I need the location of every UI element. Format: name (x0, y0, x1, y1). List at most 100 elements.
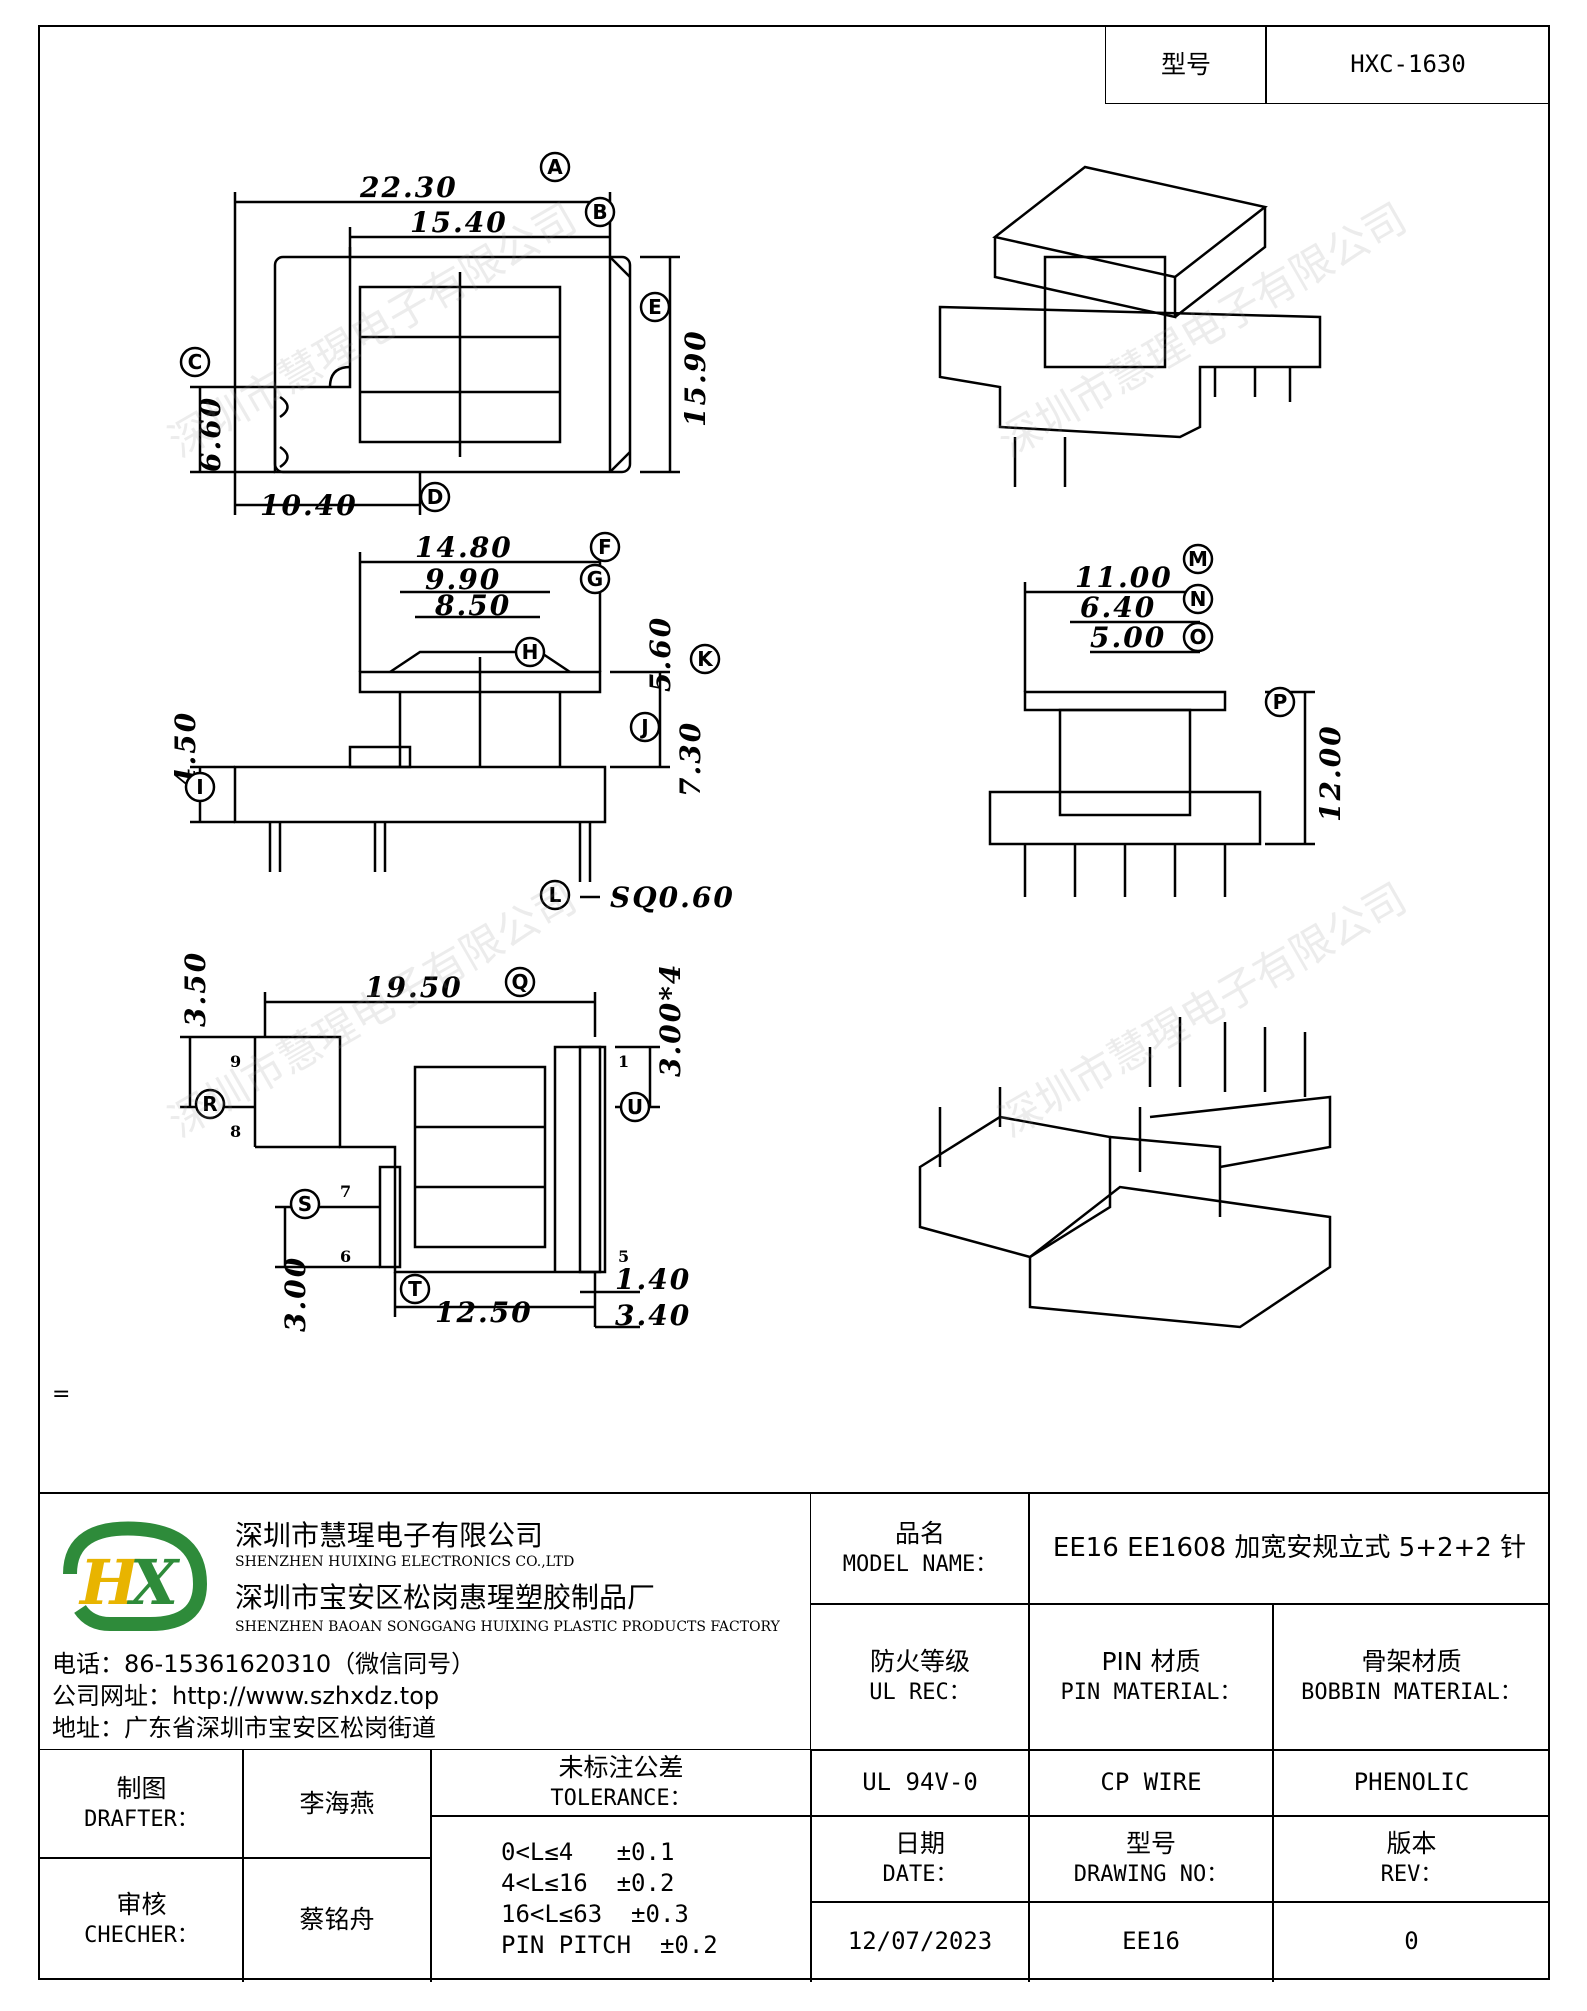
dimension-label-f: F (598, 535, 612, 559)
header-model-label: 型号 (1160, 49, 1211, 79)
date-label-cell: 日期 DATE： (810, 1815, 1030, 1903)
dimension-label-circle (619, 1091, 651, 1123)
header-model-value-cell: HXC-1630 (1265, 27, 1550, 104)
date-value-cell: 12/07/2023 (810, 1901, 1030, 1982)
dim-o: 5.00 (1090, 621, 1166, 654)
pin-number-9: 9 (230, 1052, 241, 1071)
dim-h: 8.50 (434, 589, 511, 622)
date-label-en: DATE： (882, 1861, 958, 1887)
pin-label-en: PIN MATERIAL： (1060, 1679, 1242, 1705)
rev-label-cn: 版本 (1386, 1829, 1437, 1859)
rev-label-en: REV： (1380, 1861, 1443, 1887)
dimension-label-circle (584, 196, 616, 228)
pin-number-5: 5 (618, 1247, 629, 1266)
side-view-base (988, 790, 1262, 846)
dim-v2: 3.40 (615, 1299, 691, 1332)
factory-name-cn: 深圳市宝安区松岗惠瑆塑胶制品厂 (235, 1581, 656, 1614)
drawing-no-value: EE16 (1122, 1927, 1180, 1956)
tolerance-line: PIN PITCH ±0.2 (501, 1931, 718, 1960)
pin-number-1: 1 (618, 1052, 629, 1071)
model-name-label-en: MODEL NAME： (842, 1551, 998, 1577)
dimension-label-circle (579, 563, 611, 595)
ul-label-cell: 防火等级 UL REC： (810, 1603, 1030, 1751)
factory-name-en: SHENZHEN BAOAN SONGGANG HUIXING PLASTIC … (235, 1619, 780, 1635)
model-name-label-cell: 品名 MODEL NAME： (810, 1494, 1030, 1605)
dim-e: 15.90 (679, 329, 712, 427)
dimension-label-d: D (427, 485, 444, 509)
dimension-label-circle (539, 879, 571, 911)
dimension-label-circle (419, 481, 451, 513)
dimension-label-s: S (298, 1192, 312, 1216)
dim-g: 9.90 (425, 563, 501, 596)
header-model-value: HXC-1630 (1350, 50, 1466, 79)
dimension-label-t: T (408, 1277, 422, 1301)
dimension-label-u: U (627, 1095, 643, 1119)
dimension-label-circle (689, 643, 721, 675)
dim-t: 12.50 (435, 1296, 533, 1329)
model-name-value: EE16 EE1608 加宽安规立式 5+2+2 针 (1052, 1533, 1527, 1564)
company-name-en: SHENZHEN HUIXING ELECTRONICS CO.,LTD (235, 1554, 575, 1570)
model-name-value-cell: EE16 EE1608 加宽安规立式 5+2+2 针 (1028, 1494, 1550, 1605)
dim-s: 3.00 (279, 1256, 312, 1332)
tolerance-label-en: TOLERANCE： (550, 1785, 692, 1811)
dim-k: 5.60 (644, 616, 677, 692)
pin-value-cell: CP WIRE (1028, 1749, 1274, 1817)
dimension-label-circle (1182, 621, 1214, 653)
drafter-label-cn: 制图 (116, 1774, 167, 1804)
tolerance-label-cn: 未标注公差 (558, 1753, 684, 1783)
dimension-label-circle (629, 711, 661, 743)
dim-a: 22.30 (359, 171, 458, 204)
date-label-cn: 日期 (894, 1829, 945, 1859)
dimension-label-circle (184, 771, 216, 803)
bobbin-value: PHENOLIC (1353, 1768, 1470, 1797)
dimension-label-circle (504, 966, 536, 998)
dimension-label-circle (1182, 583, 1214, 615)
iso-top-base (938, 305, 1322, 439)
company-website[interactable]: 公司网址：http://www.szhxdz.top (52, 1682, 440, 1710)
dimension-label-m: M (1188, 547, 1208, 571)
dim-v1: 1.40 (615, 1263, 691, 1296)
side-view-top-flange (1023, 690, 1227, 712)
drawing-frame: 型号 HXC-1630 (38, 25, 1550, 1982)
dimension-label-circle (514, 636, 546, 668)
dimension-label-j: J (639, 715, 648, 739)
dim-j: 7.30 (674, 721, 707, 797)
checker-value: 蔡铭舟 (299, 1904, 375, 1934)
dim-l: SQ0.60 (610, 881, 735, 914)
dimension-label-circle (179, 346, 211, 378)
pin-number-6: 6 (340, 1247, 351, 1266)
dimension-label-circle (1182, 543, 1214, 575)
dim-r: 3.50 (179, 951, 212, 1027)
tolerance-values-cell: 0<L≤4 ±0.1 4<L≤16 ±0.2 16<L≤63 ±0.3 PIN … (430, 1815, 812, 1982)
dimension-label-circle (1264, 686, 1296, 718)
pin-number-7: 7 (340, 1182, 351, 1201)
drawing-no-label-en: DRAWING NO： (1073, 1861, 1229, 1887)
drafter-label-cell: 制图 DRAFTER： (40, 1749, 244, 1859)
rev-value-cell: 0 (1272, 1901, 1550, 1982)
drafter-value-cell: 李海燕 (242, 1749, 432, 1859)
company-info: H X 深圳市慧瑆电子有限公司 SHENZHEN HUIXING ELECTRO… (40, 1494, 810, 1750)
dim-b: 15.40 (410, 206, 508, 239)
dimension-label-k: K (697, 647, 714, 671)
dimension-label-g: G (587, 567, 603, 591)
pin-value: CP WIRE (1100, 1768, 1202, 1797)
front-view-base (233, 765, 607, 824)
dimension-label-circle (639, 291, 671, 323)
dimension-label-r: R (202, 1092, 217, 1116)
dim-c: 6.60 (194, 396, 227, 472)
dim-d: 10.40 (260, 489, 358, 522)
rev-label-cell: 版本 REV： (1272, 1815, 1550, 1903)
drafter-label-en: DRAFTER： (84, 1806, 199, 1832)
checker-label-cell: 审核 CHECHER： (40, 1857, 244, 1982)
checker-value-cell: 蔡铭舟 (242, 1857, 432, 1982)
company-name-cn: 深圳市慧瑆电子有限公司 (235, 1519, 544, 1552)
dim-q: 19.50 (365, 971, 463, 1004)
dimension-label-h: H (522, 640, 539, 664)
dim-f: 14.80 (415, 531, 513, 564)
iso-top-bobbin (992, 165, 1268, 279)
dimension-label-circle (194, 1088, 226, 1120)
bobbin-value-cell: PHENOLIC (1272, 1749, 1550, 1817)
ul-value: UL 94V-0 (862, 1768, 978, 1797)
drafter-value: 李海燕 (299, 1788, 375, 1818)
dimension-label-c: C (188, 350, 203, 374)
